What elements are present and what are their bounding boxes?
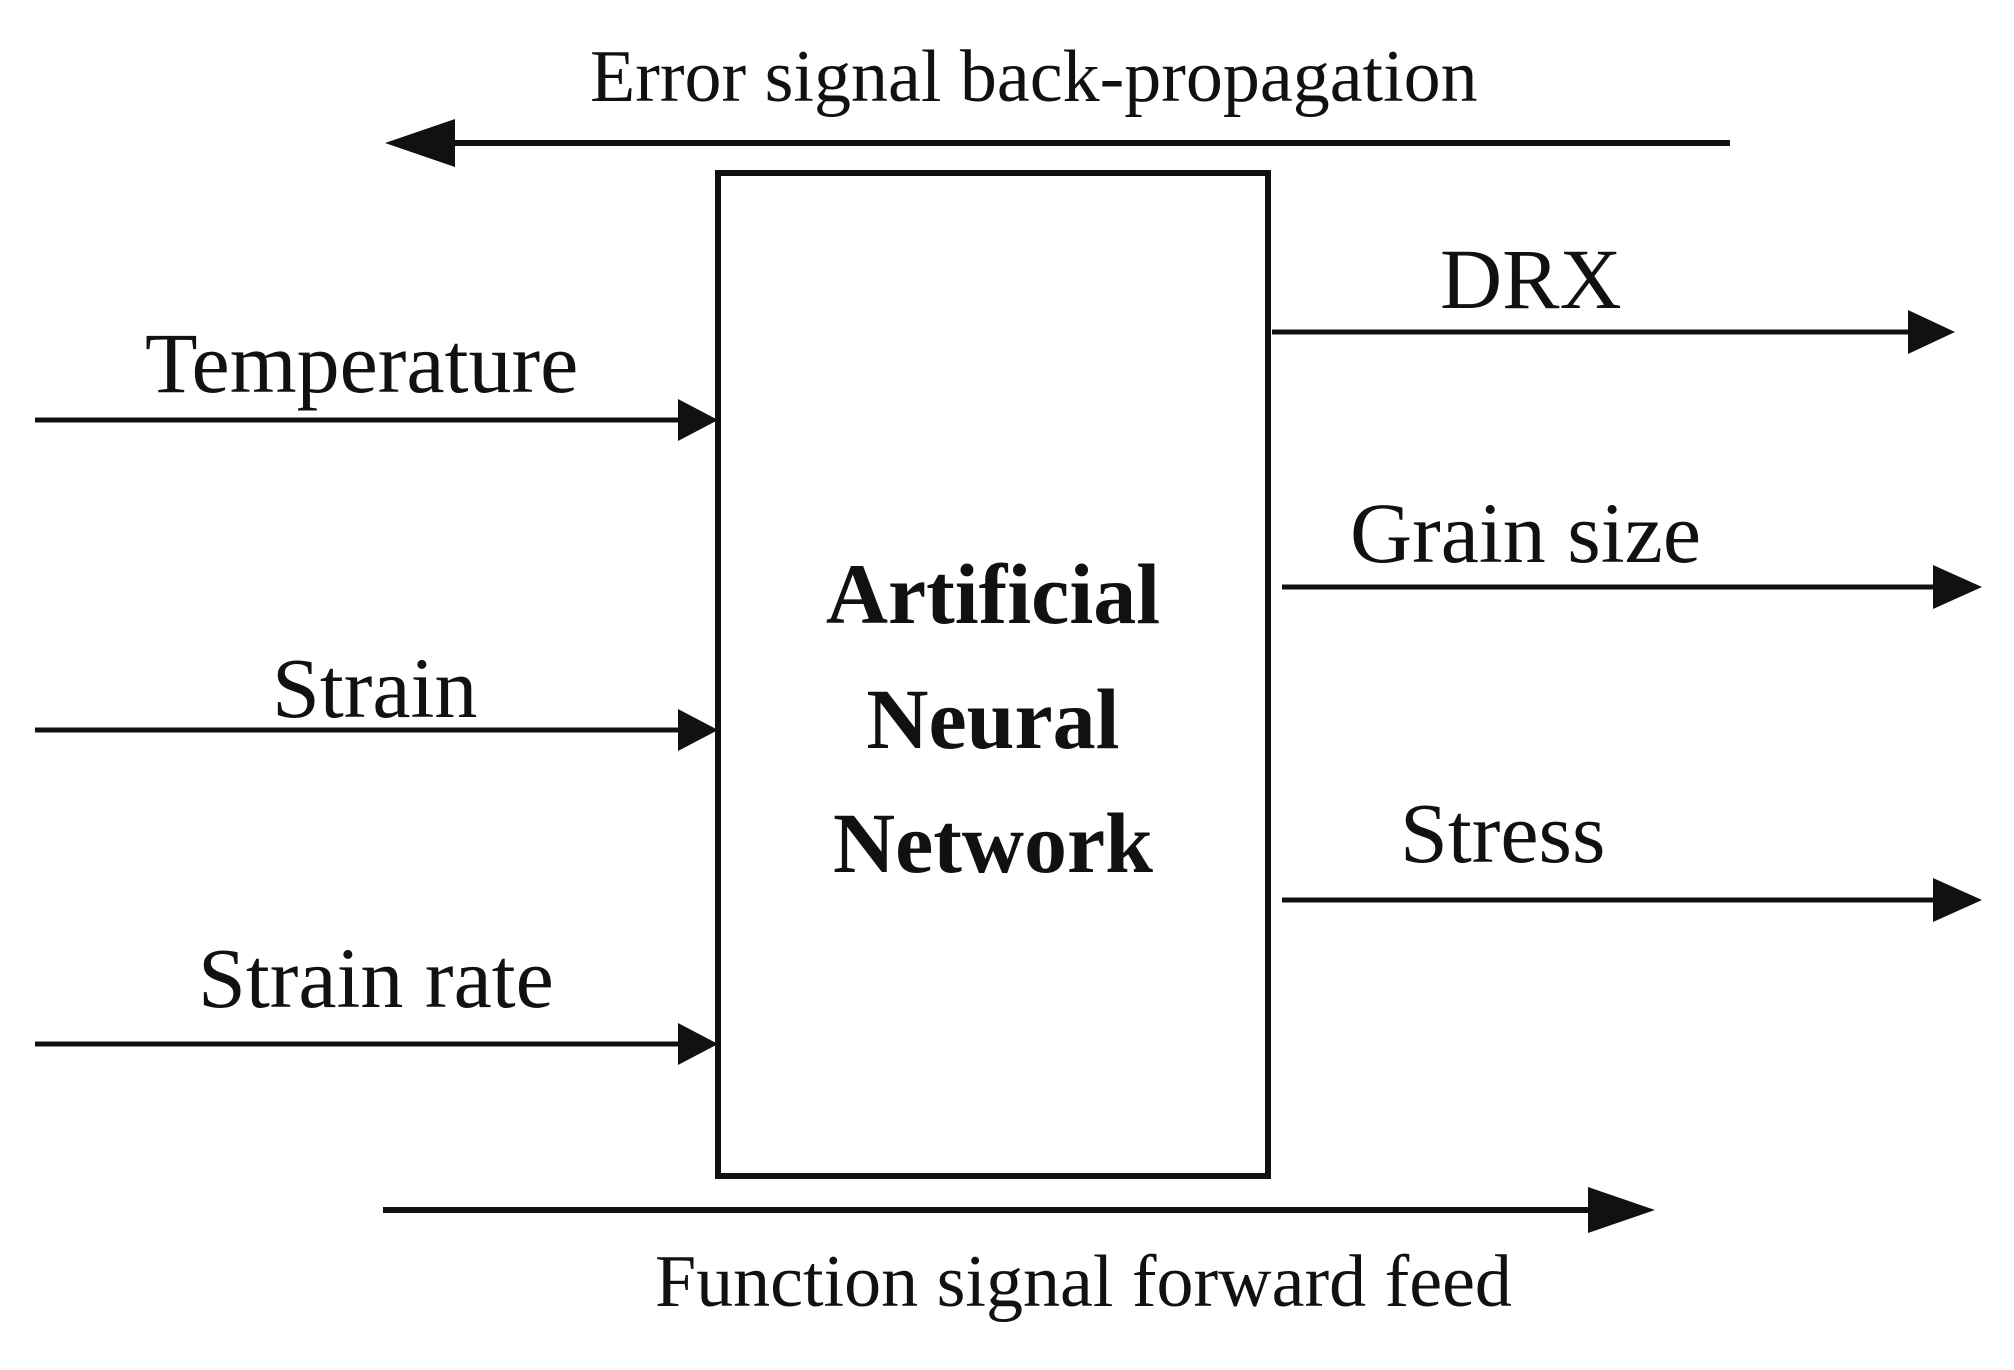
output-label-grain-size: Grain size bbox=[1350, 485, 1702, 581]
neural-network-box bbox=[715, 170, 1271, 1179]
input-arrowhead-strain-rate bbox=[678, 1023, 718, 1065]
input-label-strain-rate: Strain rate bbox=[198, 930, 554, 1026]
box-title-line-1: Artificial bbox=[825, 546, 1161, 642]
function-forward-feed-label: Function signal forward feed bbox=[655, 1241, 1512, 1323]
neural-network-title: Artificial Neural Network bbox=[718, 532, 1268, 906]
output-label-stress: Stress bbox=[1400, 785, 1606, 881]
input-label-temperature: Temperature bbox=[145, 315, 579, 411]
input-arrowhead-strain bbox=[678, 709, 718, 751]
box-title-line-2: Neural bbox=[866, 670, 1120, 767]
output-arrowhead-stress bbox=[1933, 878, 1982, 922]
output-arrowhead-grain-size bbox=[1933, 565, 1982, 609]
input-label-strain: Strain bbox=[272, 640, 478, 736]
error-backpropagation-label: Error signal back-propagation bbox=[590, 36, 1478, 118]
box-title-line-3: Network bbox=[832, 795, 1154, 892]
forward-feed-arrowhead bbox=[1588, 1187, 1655, 1233]
output-label-drx: DRX bbox=[1440, 231, 1622, 327]
back-propagation-arrowhead bbox=[385, 119, 455, 167]
output-arrowhead-drx bbox=[1908, 310, 1955, 354]
input-arrowhead-temperature bbox=[678, 399, 718, 441]
